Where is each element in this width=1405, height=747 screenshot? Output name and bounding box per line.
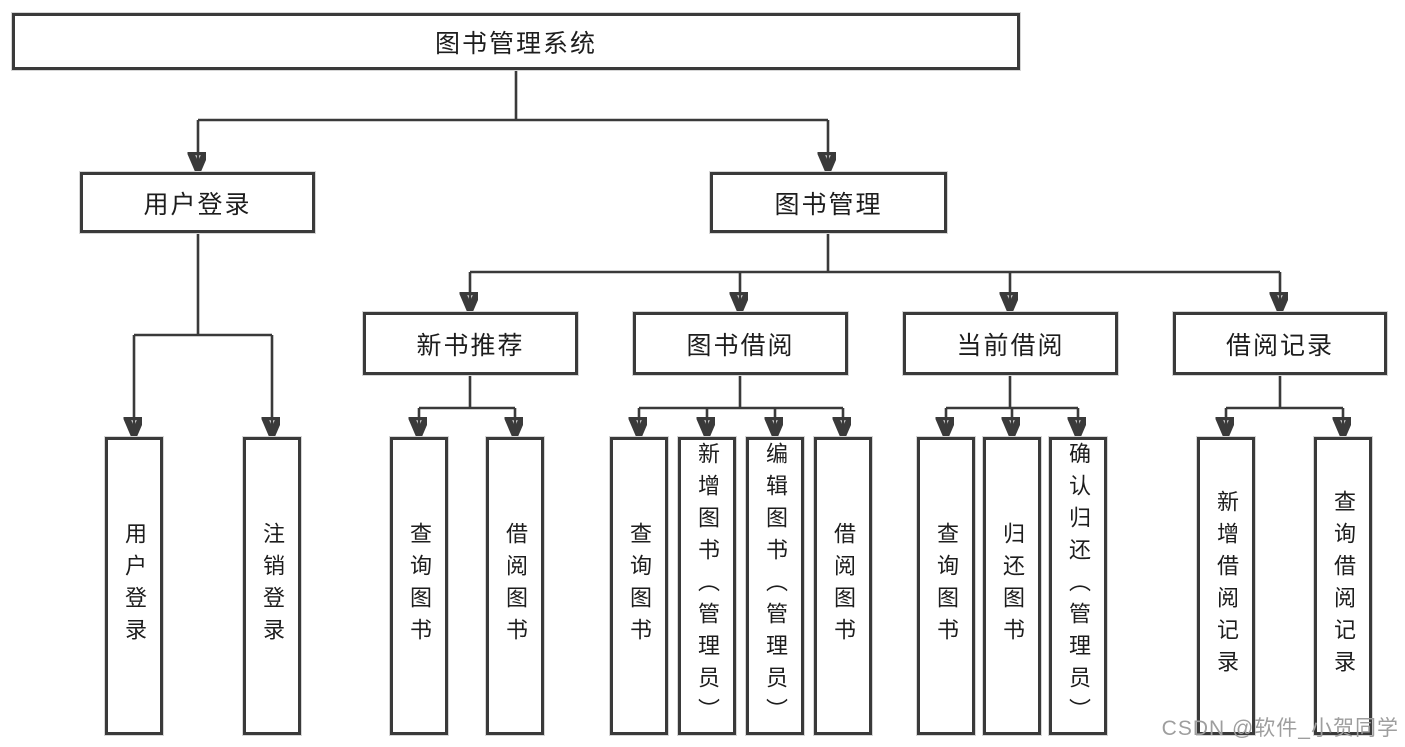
leaf-query-books-current: 查询图书 [917, 437, 975, 735]
csdn-watermark: CSDN @软件_小贺同学 [1161, 717, 1399, 740]
node-user-login: 用户登录 [80, 172, 315, 233]
node-label: 借阅记录 [1225, 331, 1334, 360]
node-library-system: 图书管理系统 [12, 13, 1020, 70]
leaf-query-borrow-record: 查询借阅记录 [1314, 437, 1372, 735]
node-label: 新书推荐 [416, 331, 525, 360]
edge-bookmgr-trunk [470, 233, 1280, 274]
node-current-borrow: 当前借阅 [903, 312, 1118, 375]
edge-user-trunk [134, 233, 272, 337]
node-label: 当前借阅 [956, 331, 1065, 360]
node-label: 图书借阅 [686, 331, 795, 360]
edge-record-trunk [1226, 375, 1343, 410]
leaf-add-borrow-record: 新增借阅记录 [1197, 437, 1255, 735]
node-label: 图书管理 [774, 190, 883, 219]
leaf-label: 注销登录 [260, 522, 285, 650]
node-label: 图书管理系统 [434, 29, 597, 58]
leaf-label: 新增借阅记录 [1214, 490, 1239, 682]
leaf-add-book-admin: 新增图书（管理员） [678, 437, 736, 735]
leaf-label: 用户登录 [122, 522, 147, 650]
leaf-label: 归还图书 [1000, 522, 1025, 650]
edge-current-trunk [946, 375, 1078, 410]
edge-root-trunk [198, 70, 828, 122]
edge-newrec-trunk [419, 375, 515, 410]
node-label: 用户登录 [143, 190, 252, 219]
edge-borrow-trunk [639, 375, 843, 410]
leaf-borrow-books: 借阅图书 [814, 437, 872, 735]
leaf-query-books-borrow: 查询图书 [610, 437, 668, 735]
leaf-logout: 注销登录 [243, 437, 301, 735]
leaf-label: 查询图书 [407, 522, 432, 650]
node-new-book-recommend: 新书推荐 [363, 312, 578, 375]
leaf-user-login: 用户登录 [105, 437, 163, 735]
leaf-label: 查询图书 [627, 522, 652, 650]
leaf-label: 新增图书（管理员） [695, 442, 720, 730]
leaf-label: 借阅图书 [503, 522, 528, 650]
leaf-query-books-recommend: 查询图书 [390, 437, 448, 735]
leaf-label: 查询图书 [934, 522, 959, 650]
leaf-confirm-return-admin: 确认归还（管理员） [1049, 437, 1107, 735]
leaf-label: 编辑图书（管理员） [763, 442, 788, 730]
leaf-return-book: 归还图书 [983, 437, 1041, 735]
node-borrow-records: 借阅记录 [1173, 312, 1387, 375]
leaf-borrow-books-recommend: 借阅图书 [486, 437, 544, 735]
leaf-label: 查询借阅记录 [1331, 490, 1356, 682]
leaf-label: 确认归还（管理员） [1066, 442, 1091, 730]
node-book-management: 图书管理 [710, 172, 947, 233]
leaf-edit-book-admin: 编辑图书（管理员） [746, 437, 804, 735]
leaf-label: 借阅图书 [831, 522, 856, 650]
node-book-borrow: 图书借阅 [633, 312, 848, 375]
